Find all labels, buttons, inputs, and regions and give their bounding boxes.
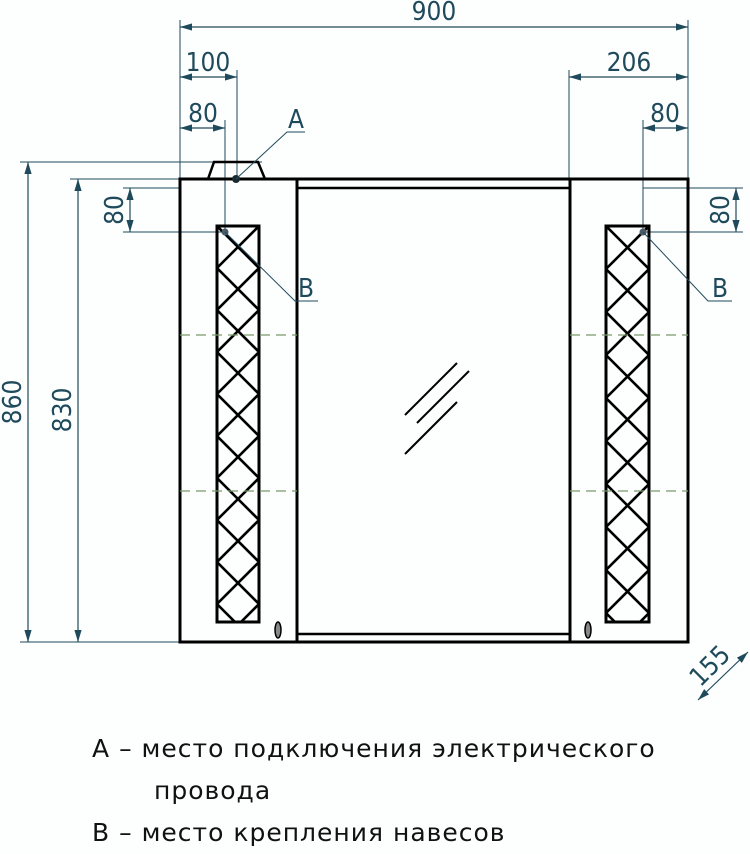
legend-text-a: место подключения электрического bbox=[141, 734, 656, 763]
left-handle bbox=[274, 621, 282, 639]
dim-155-label: 155 bbox=[684, 640, 737, 693]
cabinet-outline bbox=[178, 177, 690, 644]
callouts: A B B bbox=[221, 105, 732, 304]
dimension-texts: 900 100 206 80 80 860 830 80 80 155 bbox=[0, 0, 737, 693]
right-lattice bbox=[604, 224, 651, 624]
legend-item-a: A – место подключения электрического bbox=[92, 728, 656, 770]
callout-b-right-label: B bbox=[712, 274, 728, 304]
dim-830-label: 830 bbox=[48, 388, 78, 433]
dim-80-left-label: 80 bbox=[188, 99, 218, 129]
left-lattice-pattern bbox=[217, 226, 259, 622]
legend-text-a-cont: провода bbox=[154, 776, 272, 805]
legend-sep-a: – bbox=[119, 734, 133, 763]
legend-item-b: B – место крепления навесов bbox=[92, 812, 656, 854]
mirror-glare-icon bbox=[404, 362, 470, 455]
legend: A – место подключения электрического про… bbox=[92, 728, 656, 854]
dim-900-label: 900 bbox=[412, 0, 457, 27]
legend-text-b: место крепления навесов bbox=[141, 818, 506, 847]
legend-sep-b: – bbox=[119, 818, 133, 847]
legend-key-a: A bbox=[92, 734, 111, 763]
dim-100-label: 100 bbox=[186, 48, 231, 78]
callout-b-left-label: B bbox=[298, 274, 314, 304]
dim-155 bbox=[697, 651, 749, 701]
legend-key-b: B bbox=[92, 818, 111, 847]
dim-80-vert-right-label: 80 bbox=[706, 195, 736, 225]
left-lattice bbox=[215, 224, 261, 624]
callout-a-label: A bbox=[288, 105, 304, 135]
dim-80-vert-left-label: 80 bbox=[100, 195, 130, 225]
right-lattice-pattern bbox=[606, 226, 649, 622]
shelf-centerlines bbox=[180, 334, 688, 492]
cabinet-body bbox=[178, 160, 690, 644]
dimension-lines bbox=[24, 23, 749, 701]
right-handle bbox=[584, 621, 592, 639]
connector-box bbox=[206, 160, 267, 180]
dim-80-right-label: 80 bbox=[650, 99, 680, 129]
dim-206-label: 206 bbox=[607, 48, 652, 78]
extension-lines bbox=[20, 20, 743, 643]
dim-860-label: 860 bbox=[0, 380, 28, 425]
legend-item-a-continued: провода bbox=[92, 770, 656, 812]
